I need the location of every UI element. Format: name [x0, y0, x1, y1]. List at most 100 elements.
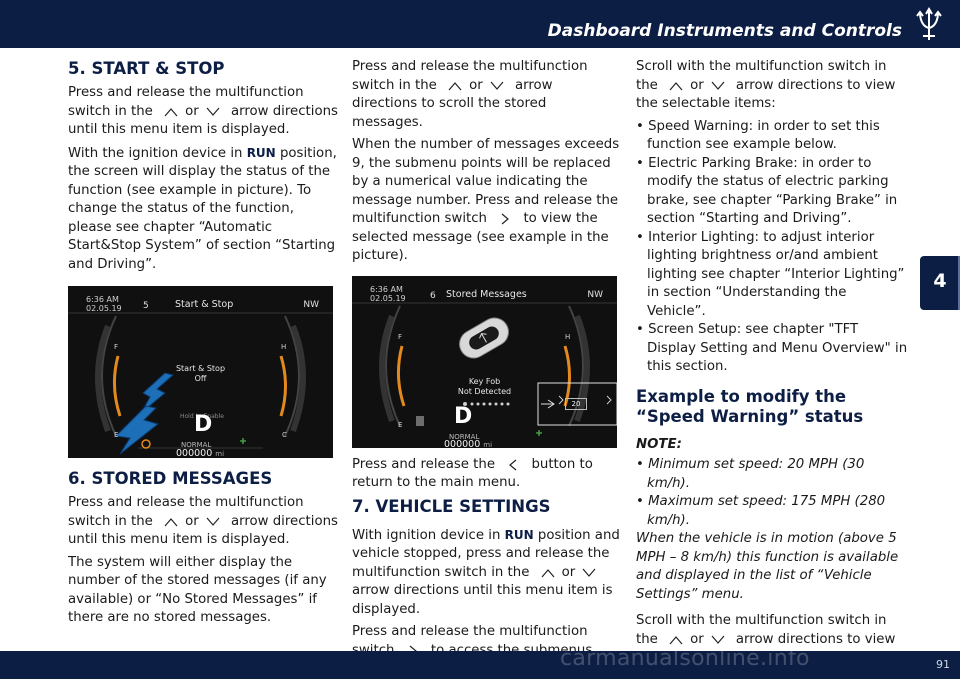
chapter-tab: 4: [920, 256, 960, 310]
odometer-value: 000000: [444, 438, 481, 448]
compass-heading: NW: [303, 300, 319, 310]
page-number: 91: [936, 658, 950, 671]
paragraph: With the ignition device in RUN position…: [68, 144, 338, 275]
menu-number: 6: [430, 290, 436, 301]
settings-list: • Speed Warning: in order to set this fu…: [636, 118, 908, 377]
page-footer: 91: [0, 651, 960, 679]
message-line-1: Key Fob: [468, 376, 501, 386]
paragraph: Press and release the multifunction swit…: [352, 58, 620, 132]
message-counter: 20: [565, 397, 587, 410]
date: 02.05.19: [370, 293, 406, 303]
hold-hint: Hold to Enable: [180, 413, 224, 420]
down-arrow-icon: [205, 106, 221, 116]
text: arrow directions until this menu item is…: [68, 103, 338, 138]
paragraph: Scroll with the multifunction switch in …: [636, 58, 908, 114]
text: Press and release the: [352, 456, 495, 472]
up-arrow-icon: [163, 516, 179, 526]
text: arrow directions until this menu item is…: [352, 583, 613, 617]
text: or: [469, 77, 483, 93]
down-arrow-icon: [710, 634, 726, 644]
text: arrow directions to view the selectable …: [636, 77, 896, 112]
note-label: NOTE:: [636, 436, 682, 452]
paragraph: Press and release the multifunction swit…: [68, 494, 338, 550]
down-arrow-icon: [489, 80, 505, 90]
fuel-empty-label: E: [114, 431, 119, 439]
trident-logo-icon: [916, 7, 942, 40]
up-arrow-icon: [540, 567, 556, 577]
text: position and vehicle stopped, press and …: [352, 527, 620, 580]
temp-hot-label: H: [281, 343, 287, 351]
heading-stored-messages: 6. STORED MESSAGES: [68, 469, 273, 488]
text: or: [561, 564, 576, 580]
up-arrow-icon: [668, 634, 684, 644]
text: Press and release the multifunction swit…: [68, 85, 304, 119]
up-arrow-icon: [668, 80, 684, 90]
list-item: • Speed Warning: in order to set this fu…: [636, 118, 880, 153]
fuel-full-label: F: [114, 343, 119, 351]
up-arrow-icon: [163, 106, 179, 116]
odometer: 000000 mi: [176, 445, 224, 458]
text: or: [185, 513, 199, 529]
compass-heading: NW: [587, 289, 603, 300]
status-value: Off: [194, 374, 207, 383]
odometer-value: 000000: [176, 448, 213, 458]
column-2: Press and release the multifunction swit…: [352, 58, 620, 664]
text: Scroll with the multifunction switch in …: [636, 613, 887, 647]
down-arrow-icon: [710, 80, 726, 90]
odometer: 000000 mi: [444, 436, 492, 448]
column-1: 5. START & STOP Press and release the mu…: [68, 58, 338, 632]
run-label: RUN: [504, 527, 534, 542]
right-arrow-icon: [497, 213, 513, 225]
heading-start-stop: 5. START & STOP: [68, 59, 225, 78]
status-title: Start & Stop: [175, 364, 226, 373]
odometer-unit: mi: [215, 450, 225, 458]
text: Scroll with the multifunction switch in …: [636, 59, 887, 93]
text: arrow directions until this menu item is…: [68, 513, 338, 548]
temp-cold-label: C: [282, 431, 287, 439]
list-item: • Electric Parking Brake: in order to mo…: [636, 155, 898, 227]
column-3: Scroll with the multifunction switch in …: [636, 58, 908, 672]
text: Press and release the multifunction swit…: [68, 495, 304, 529]
gear-indicator: D: [194, 412, 213, 437]
up-arrow-icon: [447, 80, 463, 90]
fuel-empty-label: E: [398, 420, 403, 429]
paragraph: The system will either display the numbe…: [68, 554, 327, 626]
note-item: • Minimum set speed: 20 MPH (30 km/h).: [636, 457, 865, 491]
drive-mode: NORMAL: [181, 441, 212, 449]
fuel-full-label: F: [398, 332, 403, 341]
left-arrow-icon: [505, 459, 521, 470]
text: With ignition device in: [352, 527, 501, 543]
section-title: Dashboard Instruments and Controls: [547, 21, 902, 41]
text: arrow directions to scroll the stored me…: [352, 77, 553, 130]
paragraph: When the number of messages exceeds 9, t…: [352, 136, 620, 266]
menu-number: 5: [143, 301, 149, 311]
text: or: [185, 103, 199, 119]
text: or: [690, 631, 704, 647]
run-label: RUN: [246, 145, 276, 160]
time: 6:36 AM: [370, 284, 403, 294]
status-block: Start & Stop Off: [158, 364, 243, 384]
note-body: When the vehicle is in motion (above 5 M…: [636, 531, 899, 602]
odometer-unit: mi: [483, 440, 493, 448]
drive-mode: NORMAL: [449, 432, 480, 441]
heading-speed-warning-example: Example to modify the “Speed Warning” st…: [636, 386, 864, 426]
list-item: • Screen Setup: see chapter "TFT Display…: [636, 322, 908, 374]
gauge-graphics: [68, 312, 333, 455]
text: button to return to the main menu.: [352, 456, 593, 491]
text: or: [690, 77, 704, 93]
note-list: • Minimum set speed: 20 MPH (30 km/h). •…: [636, 456, 908, 530]
down-arrow-icon: [581, 567, 597, 577]
chapter-number: 4: [933, 270, 947, 292]
text: to view the selected message (see exampl…: [352, 211, 609, 263]
temp-hot-label: H: [565, 332, 571, 341]
gear-indicator: D: [454, 403, 473, 429]
watermark: carmanualsonline.info: [560, 646, 810, 671]
message-line-2: Not Detected: [457, 386, 512, 396]
message-block: Key Fob Not Detected: [442, 377, 527, 397]
heading-vehicle-settings: 7. VEHICLE SETTINGS: [352, 496, 551, 516]
paragraph: Press and release the multifunction swit…: [68, 84, 338, 140]
